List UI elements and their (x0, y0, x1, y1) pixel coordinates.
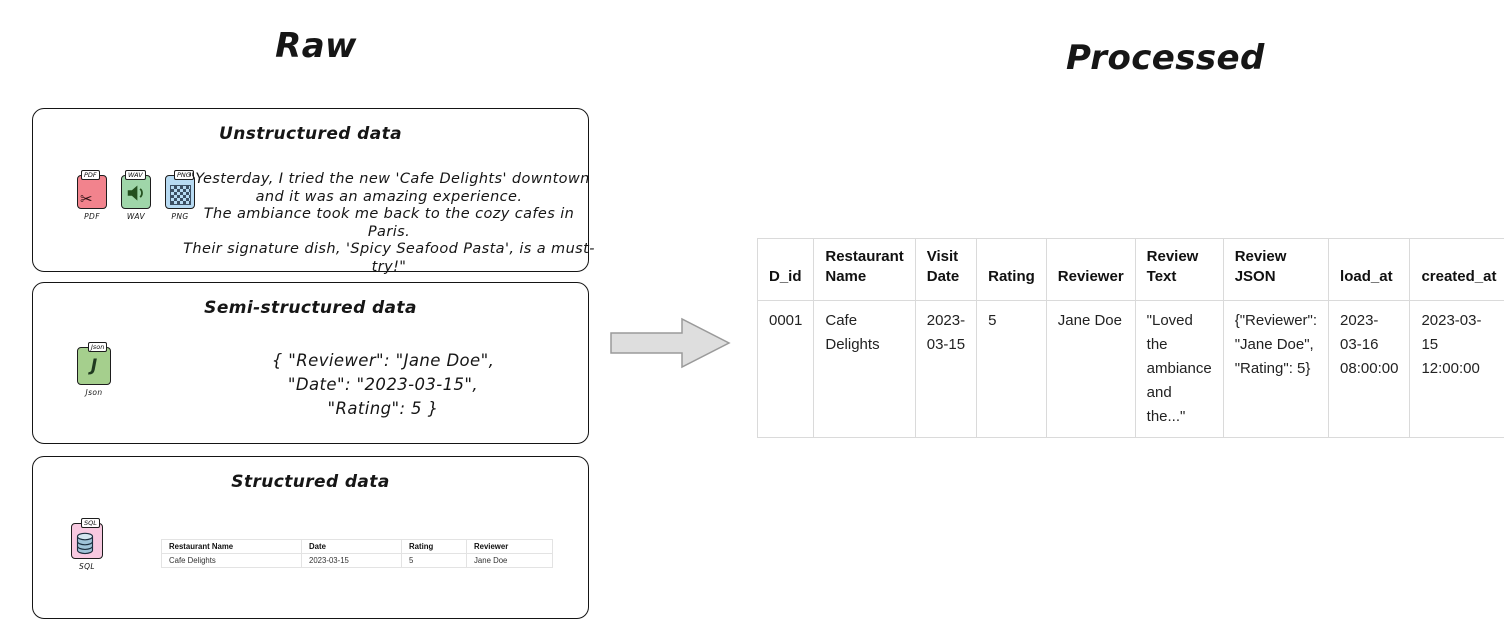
cell-reviewer: Jane Doe (1045, 300, 1136, 438)
header-d-id: D_id (756, 238, 815, 301)
semi-structured-data-title: Semi-structured data (204, 298, 417, 318)
header-rating: Rating (976, 238, 1047, 301)
json-line-3: "Rating": 5 } (327, 399, 439, 418)
png-file: PNG PNG (165, 170, 195, 221)
cell-visit-date: 2023-03-15 (914, 300, 978, 438)
header-restaurant-name: Restaurant Name (813, 238, 916, 301)
mini-table-row: Cafe Delights 2023-03-15 5 Jane Doe (161, 553, 553, 568)
mini-cell-date: 2023-03-15 (301, 553, 402, 568)
mini-cell-restaurant-name: Cafe Delights (161, 553, 302, 568)
png-file-icon: PNG (165, 170, 195, 209)
json-line-2: "Date": "2023-03-15", (287, 375, 479, 394)
json-snippet: { "Reviewer": "Jane Doe", "Date": "2023-… (193, 349, 573, 421)
mini-header-rating: Rating (401, 539, 467, 554)
mini-header-date: Date (301, 539, 402, 554)
image-pixels-icon (170, 185, 191, 205)
unstructured-data-title: Unstructured data (219, 124, 402, 144)
pdf-badge: PDF (81, 170, 100, 180)
png-badge: PNG (174, 170, 194, 180)
processed-table-header-row: D_id Restaurant Name Visit Date Rating R… (756, 238, 1504, 301)
pdf-file: PDF ✂ PDF (77, 170, 107, 221)
unstructured-file-icons: PDF ✂ PDF WAV WAV PNG (77, 170, 195, 221)
sql-badge: SQL (81, 518, 100, 528)
json-letter: J (90, 356, 98, 376)
pdf-label: PDF (84, 212, 100, 221)
mini-cell-rating: 5 (401, 553, 467, 568)
mini-header-restaurant-name: Restaurant Name (161, 539, 302, 554)
sql-file: SQL SQL (71, 518, 103, 571)
unstructured-data-box: Unstructured data PDF ✂ PDF WAV WAV (32, 108, 594, 275)
cell-restaurant-name: Cafe Delights (813, 300, 916, 438)
json-label: Json (85, 388, 103, 397)
header-visit-date: Visit Date (914, 238, 978, 301)
pdf-file-icon: PDF ✂ (77, 170, 107, 209)
json-badge: Json (88, 342, 108, 352)
speaker-icon (127, 185, 143, 201)
wav-label: WAV (126, 212, 146, 221)
header-reviewer: Reviewer (1045, 238, 1136, 301)
cell-d-id: 0001 (756, 300, 815, 438)
json-file-icon: Json J (77, 342, 111, 385)
header-created-at: created_at (1409, 238, 1504, 301)
scissors-icon: ✂ (80, 191, 93, 208)
wav-file-icon: WAV (121, 170, 151, 209)
json-file: Json J Json (77, 342, 111, 397)
cell-review-text: "Loved the ambiance and the..." (1134, 300, 1224, 438)
review-line-3: The ambiance took me back to the cozy ca… (203, 206, 575, 240)
sql-label: SQL (78, 562, 96, 571)
review-line-2: and it was an amazing experience. (255, 188, 523, 205)
database-icon (76, 532, 94, 555)
process-arrow-icon (610, 317, 731, 369)
json-line-1: { "Reviewer": "Jane Doe", (271, 351, 495, 370)
structured-mini-table: Restaurant Name Date Rating Reviewer Caf… (161, 539, 553, 568)
structured-data-box: Structured data SQL SQL (32, 456, 589, 619)
cell-created-at: 2023-03-15 12:00:00 (1409, 300, 1504, 438)
mini-table-header-row: Restaurant Name Date Rating Reviewer (161, 539, 553, 554)
semi-structured-data-box: Semi-structured data Json J Json { "Revi… (32, 282, 589, 444)
processed-section-title: Processed (1066, 38, 1265, 78)
review-line-1: "Yesterday, I tried the new 'Cafe Deligh… (188, 171, 590, 187)
wav-badge: WAV (125, 170, 146, 180)
structured-data-title: Structured data (231, 472, 390, 492)
processed-table-row: 0001 Cafe Delights 2023-03-15 5 Jane Doe… (756, 300, 1504, 438)
processed-table: D_id Restaurant Name Visit Date Rating R… (756, 238, 1504, 438)
cell-review-json: {"Reviewer": "Jane Doe", "Rating": 5} (1222, 300, 1330, 438)
unstructured-review-text: "Yesterday, I tried the new 'Cafe Deligh… (183, 171, 595, 276)
cell-load-at: 2023-03-16 08:00:00 (1328, 300, 1411, 438)
png-label: PNG (171, 212, 189, 221)
mini-cell-reviewer: Jane Doe (466, 553, 553, 568)
cell-rating: 5 (976, 300, 1047, 438)
review-line-4: Their signature dish, 'Spicy Seafood Pas… (183, 241, 595, 275)
header-review-json: Review JSON (1222, 238, 1330, 301)
sql-file-icon: SQL (71, 518, 103, 559)
mini-header-reviewer: Reviewer (466, 539, 553, 554)
wav-file: WAV WAV (121, 170, 151, 221)
header-load-at: load_at (1328, 238, 1411, 301)
raw-section-title: Raw (275, 26, 357, 66)
header-review-text: Review Text (1134, 238, 1224, 301)
